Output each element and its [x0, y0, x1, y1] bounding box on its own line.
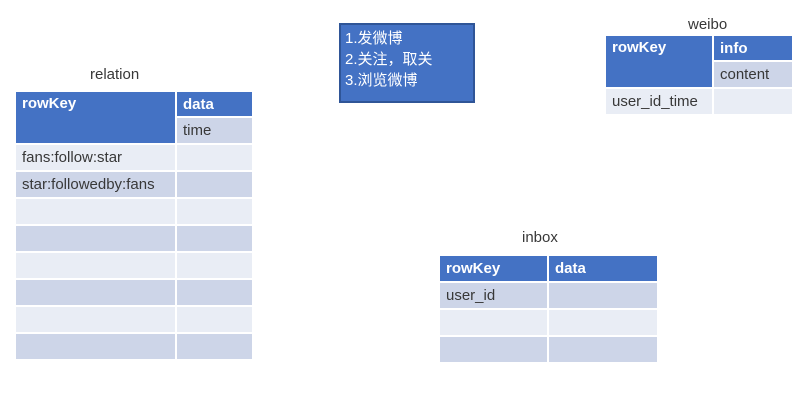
table-cell — [16, 334, 175, 359]
usecase-note-box: 1.发微博 2.关注，取关 3.浏览微博 — [339, 23, 475, 103]
table-cell — [177, 253, 252, 278]
relation-data-header-cell: data — [177, 92, 252, 116]
inbox-table-title: inbox — [522, 229, 558, 246]
table-cell — [16, 199, 175, 224]
relation-cell-star-followedby-fans: star:followedby:fans — [16, 172, 175, 197]
weibo-info-header-cell: info — [714, 36, 792, 60]
relation-table: rowKey data time fans:follow:star star:f… — [16, 92, 252, 359]
note-line-post-weibo: 1.发微博 — [345, 30, 403, 47]
inbox-cell-user-id: user_id — [440, 283, 547, 308]
table-cell — [440, 310, 547, 335]
inbox-table: rowKey data user_id — [440, 256, 657, 362]
table-cell — [177, 199, 252, 224]
weibo-content-qualifier-cell: content — [714, 62, 792, 87]
table-cell — [177, 334, 252, 359]
weibo-table: rowKey info content user_id_time — [606, 36, 792, 114]
table-cell — [177, 145, 252, 170]
table-cell — [714, 89, 792, 114]
note-line-browse-weibo: 3.浏览微博 — [345, 72, 418, 89]
table-cell — [16, 280, 175, 305]
table-cell — [549, 337, 657, 362]
inbox-rowkey-header-cell: rowKey — [440, 256, 547, 281]
relation-cell-fans-follow-star: fans:follow:star — [16, 145, 175, 170]
table-cell — [440, 337, 547, 362]
table-cell — [177, 226, 252, 251]
table-cell — [549, 310, 657, 335]
table-cell — [177, 172, 252, 197]
weibo-rowkey-header-cell: rowKey — [606, 36, 712, 87]
relation-time-qualifier-cell: time — [177, 118, 252, 143]
table-cell — [16, 307, 175, 332]
table-cell — [16, 226, 175, 251]
note-line-follow-unfollow: 2.关注，取关 — [345, 51, 433, 68]
table-cell — [177, 307, 252, 332]
relation-rowkey-header-cell: rowKey — [16, 92, 175, 143]
inbox-data-header-cell: data — [549, 256, 657, 281]
table-cell — [16, 253, 175, 278]
weibo-cell-user-id-time: user_id_time — [606, 89, 712, 114]
table-cell — [549, 283, 657, 308]
table-cell — [177, 280, 252, 305]
relation-table-title: relation — [90, 66, 140, 83]
weibo-table-title: weibo — [688, 16, 728, 33]
